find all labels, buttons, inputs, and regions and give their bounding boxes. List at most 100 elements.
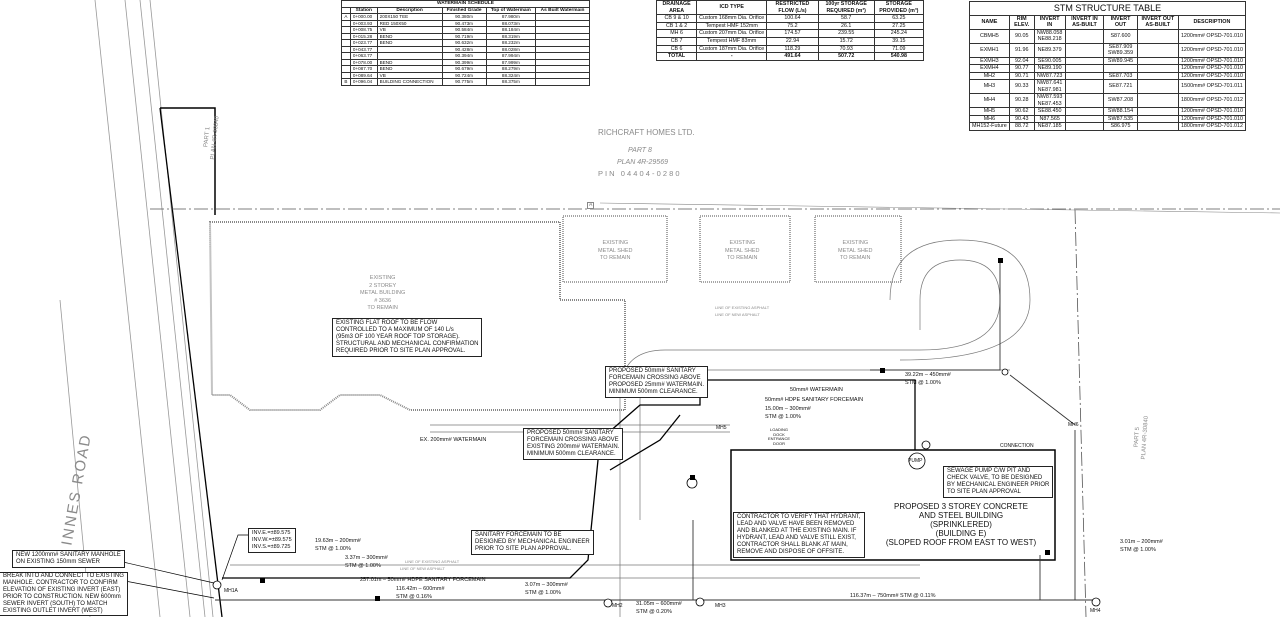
table-cell: EXMH1 xyxy=(969,42,1010,58)
table-cell: NW88.058 NE88.218 xyxy=(1033,28,1066,44)
stm-3-37-label: 3.37m – 300mm# STM @ 1.00% xyxy=(345,555,388,569)
table-cell: 15.72 xyxy=(817,36,875,46)
table-cell: 90.71 xyxy=(1008,71,1035,80)
table-cell: MH152-Future xyxy=(969,122,1010,131)
table-cell: 1500mm# OPSD-701.011 xyxy=(1177,79,1247,94)
proposed-building xyxy=(730,449,1056,561)
table-cell: Custom 168mm Dia. Orifice xyxy=(696,14,768,23)
table-cell xyxy=(1064,42,1105,58)
table-cell xyxy=(535,78,590,86)
table-cell: 1200mm# OPSD-701.010 xyxy=(1177,71,1247,80)
column-header: Finished Grade xyxy=(441,6,487,14)
catch-basins xyxy=(260,258,1050,601)
table-cell: NE87.185 xyxy=(1033,122,1066,131)
stm-19-label: 19.63m – 200mm# STM @ 1.00% xyxy=(315,538,361,552)
table-cell: EXMH4 xyxy=(969,64,1010,73)
table-cell: 58.7 xyxy=(817,14,875,23)
table-cell: 1800mm# OPSD-701.012 xyxy=(1177,93,1247,108)
loading-dock-label: LOADING DOCK ENTRANCE DOOR xyxy=(768,427,791,446)
table-cell: SW89.945 xyxy=(1103,56,1138,65)
table-cell: SE87.909 SW89.359 xyxy=(1103,42,1138,58)
line-existing-asphalt-label: LINE OF EXISTING ASPHALT xyxy=(405,559,460,564)
column-header: As Built Watermain xyxy=(535,6,590,14)
column-header: NAME xyxy=(969,14,1010,30)
table-cell: 1200mm# OPSD-701.010 xyxy=(1177,64,1247,73)
table-cell: 75.2 xyxy=(766,21,819,31)
table-cell: MH5 xyxy=(969,107,1010,116)
owner-label: RICHCRAFT HOMES LTD. xyxy=(598,128,695,137)
mh6-label: MH6 xyxy=(1068,422,1079,428)
table-cell: 39.15 xyxy=(873,36,925,46)
table-cell: MH4 xyxy=(969,93,1010,108)
table-cell: 100.64 xyxy=(766,14,819,23)
table-cell xyxy=(1064,79,1105,94)
table-cell: NE89.190 xyxy=(1033,64,1066,73)
stm-3-01-label: 3.01m – 200mm# STM @ 1.00% xyxy=(1120,539,1163,553)
table-cell: 1200mm# OPSD-701.010 xyxy=(1177,28,1247,44)
existing-building-outline xyxy=(208,221,626,411)
table-cell xyxy=(1136,79,1179,94)
table-cell xyxy=(1136,28,1179,44)
table-cell: 90.679m xyxy=(441,65,487,73)
sanitary-forcemain xyxy=(222,379,916,579)
table-cell: SE87.721 xyxy=(1103,79,1138,94)
watermain-50-label: 50mm# WATERMAIN xyxy=(790,387,843,393)
line-existing-asphalt-label-2: LINE OF EXISTING ASPHALT xyxy=(715,305,770,310)
table-cell: S87.600 xyxy=(1103,28,1138,44)
column-header: RIM ELEV. xyxy=(1008,14,1035,30)
stm-15-label: 15.00m – 300mm# STM @ 1.00% xyxy=(765,406,811,420)
table-cell: 0+096.04 xyxy=(349,78,378,86)
flat-roof-note: EXISTING FLAT ROOF TO BE FLOW CONTROLLED… xyxy=(332,318,483,357)
leader-break-into xyxy=(119,579,215,599)
north-property-line-2 xyxy=(599,202,1280,214)
table-cell xyxy=(1064,93,1105,108)
table-cell: NW87.723 xyxy=(1033,71,1066,80)
table-cell: 174.57 xyxy=(766,29,819,38)
table-cell xyxy=(1064,56,1105,65)
table-cell: 71.09 xyxy=(873,44,925,54)
part8-label: PART 8 xyxy=(628,147,652,154)
table-cell: Custom 187mm Dia. Orifice xyxy=(696,44,768,54)
table-cell: 507.72 xyxy=(817,52,875,61)
shed-label-3: EXISTING METAL SHED TO REMAIN xyxy=(838,240,873,261)
mh4-label: MH4 xyxy=(1090,608,1101,614)
table-cell: TOTAL xyxy=(655,52,698,61)
storm-sewers xyxy=(215,260,1100,601)
table-cell: 540.98 xyxy=(873,52,925,61)
ex-watermain-label: EX. 200mm# WATERMAIN xyxy=(420,437,487,443)
table-cell: 90.775m xyxy=(441,78,487,86)
table-cell: 118.29 xyxy=(766,44,819,54)
table-cell: 239.55 xyxy=(817,29,875,38)
table-cell xyxy=(1136,42,1179,58)
table-cell xyxy=(1103,64,1138,73)
line-new-asphalt-label: LINE OF NEW ASPHALT xyxy=(400,566,445,571)
table-cell: 63.25 xyxy=(873,14,925,23)
leader-inv xyxy=(221,534,248,581)
mh1a-label: MH1A xyxy=(224,588,238,594)
table-cell: 70.93 xyxy=(817,44,875,54)
plan8-label: PLAN 4R-29569 xyxy=(617,159,668,166)
table-cell: 27.25 xyxy=(873,21,925,31)
crossing-25mm-note: PROPOSED 50mm# SANITARY FORCEMAIN CROSSI… xyxy=(605,366,709,398)
grid-a-marker: A xyxy=(587,202,595,209)
table-cell: 90.33 xyxy=(1008,79,1035,94)
stm-39-label: 39.22m – 450mm# STM @ 1.00% xyxy=(905,372,951,386)
table-cell xyxy=(1064,28,1105,44)
pin-label: P I N 0 4 4 0 4 - 0 2 8 0 xyxy=(598,169,680,178)
table-cell: 90.28 xyxy=(1008,93,1035,108)
column-header: INVERT IN xyxy=(1033,14,1066,30)
break-into-note: BREAK INTO AND CONNECT TO EXISTING MANHO… xyxy=(0,572,128,616)
